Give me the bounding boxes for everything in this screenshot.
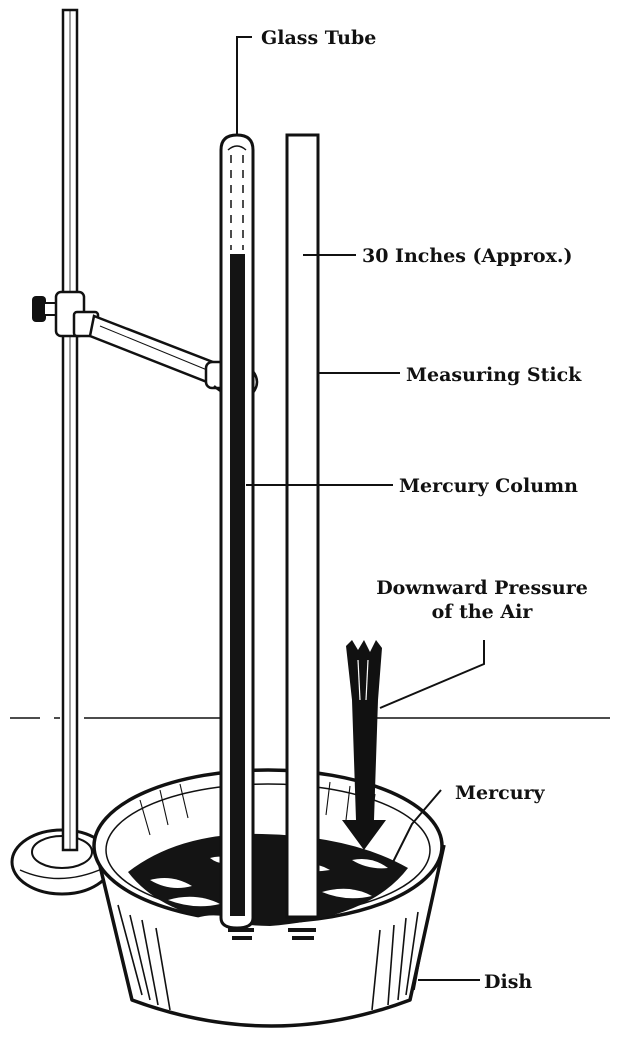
label-glass-tube: Glass Tube [261, 27, 376, 49]
measuring-stick [285, 133, 320, 919]
mercury-pool [128, 833, 408, 940]
label-dish: Dish [484, 971, 532, 993]
leader-lines [236, 36, 485, 981]
label-30-inches: 30 Inches (Approx.) [362, 245, 572, 267]
label-measuring-stick: Measuring Stick [406, 364, 582, 386]
label-downward-pressure-line1: Downward Pressure [376, 577, 588, 599]
label-mercury-column: Mercury Column [399, 475, 578, 497]
pressure-arrow [342, 640, 386, 850]
stand-rod [61, 8, 79, 852]
label-downward-pressure-line2: of the Air [432, 601, 534, 623]
label-mercury: Mercury [455, 782, 546, 804]
mercury-column [230, 254, 245, 916]
